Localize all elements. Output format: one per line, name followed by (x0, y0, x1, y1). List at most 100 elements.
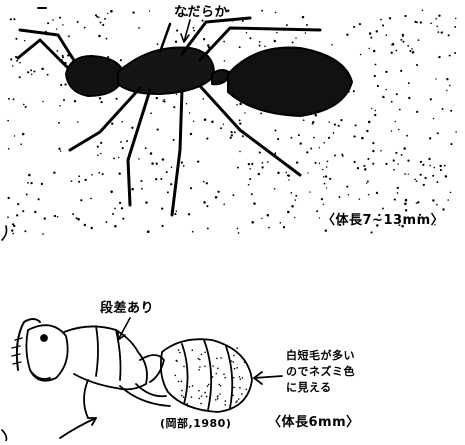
stipple-dot (14, 135, 15, 136)
stipple-dot (90, 198, 92, 200)
stipple-dot (171, 167, 173, 169)
gaster-dot (198, 369, 200, 371)
stipple-dot (371, 108, 372, 109)
stipple-dot (268, 227, 270, 229)
stipple-dot (433, 118, 435, 120)
stipple-dot (395, 152, 397, 154)
stipple-dot (84, 224, 86, 226)
gaster-dot (178, 381, 180, 383)
stipple-dot (439, 165, 441, 167)
stipple-dot (34, 211, 36, 213)
stipple-dot (126, 140, 128, 142)
stipple-dot (176, 93, 177, 94)
stipple-dot (58, 122, 60, 124)
stipple-dot (288, 179, 289, 180)
stipple-dot (376, 192, 378, 194)
stipple-dot (371, 231, 373, 233)
stipple-dot (367, 180, 369, 182)
stipple-dot (325, 229, 327, 231)
stipple-dot (78, 181, 80, 183)
gaster-dot (207, 385, 209, 387)
stipple-dot (253, 202, 256, 205)
stipple-dot (414, 21, 416, 23)
stipple-dot (120, 141, 122, 143)
stipple-dot (237, 167, 239, 169)
gaster-dot (206, 396, 208, 398)
stipple-dot (417, 201, 419, 203)
stipple-dot (90, 227, 92, 229)
gaster-dot (219, 393, 221, 395)
gaster-dot (225, 400, 227, 402)
gaster-dot (191, 396, 193, 398)
stipple-dot (189, 112, 191, 114)
stipple-dot (47, 22, 49, 24)
stipple-dot (251, 221, 254, 224)
stipple-dot (420, 21, 422, 23)
stipple-dot (131, 127, 133, 129)
stipple-dot (291, 205, 294, 208)
stipple-dot (323, 142, 325, 144)
stipple-dot (24, 40, 26, 42)
gaster-dot (232, 395, 234, 397)
stipple-dot (433, 167, 435, 169)
gaster-dot (175, 375, 177, 377)
stipple-dot (408, 174, 409, 175)
citation: (岡部,1980) (160, 418, 231, 430)
stipple-dot (59, 17, 61, 19)
stipple-dot (151, 162, 154, 165)
stipple-dot (432, 199, 434, 201)
stipple-dot (138, 27, 140, 29)
top-body-length: 〈体長7~13mm〉 (322, 214, 444, 228)
stipple-dot (259, 41, 261, 43)
stipple-dot (232, 194, 234, 196)
stipple-dot (98, 172, 100, 174)
stipple-dot (267, 161, 269, 163)
stipple-dot (323, 176, 325, 178)
stipple-dot (161, 207, 163, 209)
stipple-dot (26, 194, 28, 196)
gaster-dot (210, 377, 212, 379)
stipple-dot (382, 208, 384, 210)
stipple-dot (173, 139, 175, 141)
stipple-dot (242, 20, 244, 22)
stipple-dot (140, 180, 142, 182)
stipple-dot (100, 101, 102, 103)
stipple-dot (319, 147, 320, 148)
stipple-dot (234, 131, 236, 133)
stipple-dot (10, 18, 12, 20)
stipple-dot (404, 15, 406, 17)
stipple-dot (334, 124, 336, 126)
stipple-dot (25, 106, 27, 108)
stipple-dot (397, 192, 399, 194)
stipple-dot (239, 119, 241, 121)
stipple-dot (375, 110, 377, 112)
gaster-dot (216, 358, 218, 360)
stipple-dot (100, 153, 102, 155)
stipple-dot (385, 71, 387, 73)
stipple-dot (364, 168, 367, 171)
gaster-dot (201, 395, 203, 397)
stipple-dot (394, 199, 396, 201)
ant-top-illustration (18, 8, 352, 215)
stipple-dot (416, 64, 418, 66)
gaster-dot (181, 395, 183, 397)
stipple-dot (19, 76, 21, 78)
gaster-dot (192, 349, 194, 351)
stipple-dot (215, 196, 218, 199)
stipple-dot (438, 31, 440, 33)
stipple-dot (110, 190, 113, 193)
gaster-dot (204, 392, 206, 394)
gaster-dot (234, 368, 236, 370)
stipple-dot (112, 213, 114, 215)
stipple-dot (11, 229, 13, 231)
stipple-dot (106, 38, 108, 40)
stipple-dot (374, 75, 376, 77)
stipple-dot (395, 50, 397, 52)
gaster-dot (212, 376, 214, 378)
stipple-dot (238, 232, 240, 234)
stipple-dot (440, 169, 442, 171)
stipple-dot (204, 118, 207, 121)
stipple-dot (53, 172, 55, 174)
stipple-dot (403, 147, 406, 150)
stipple-dot (162, 158, 165, 161)
